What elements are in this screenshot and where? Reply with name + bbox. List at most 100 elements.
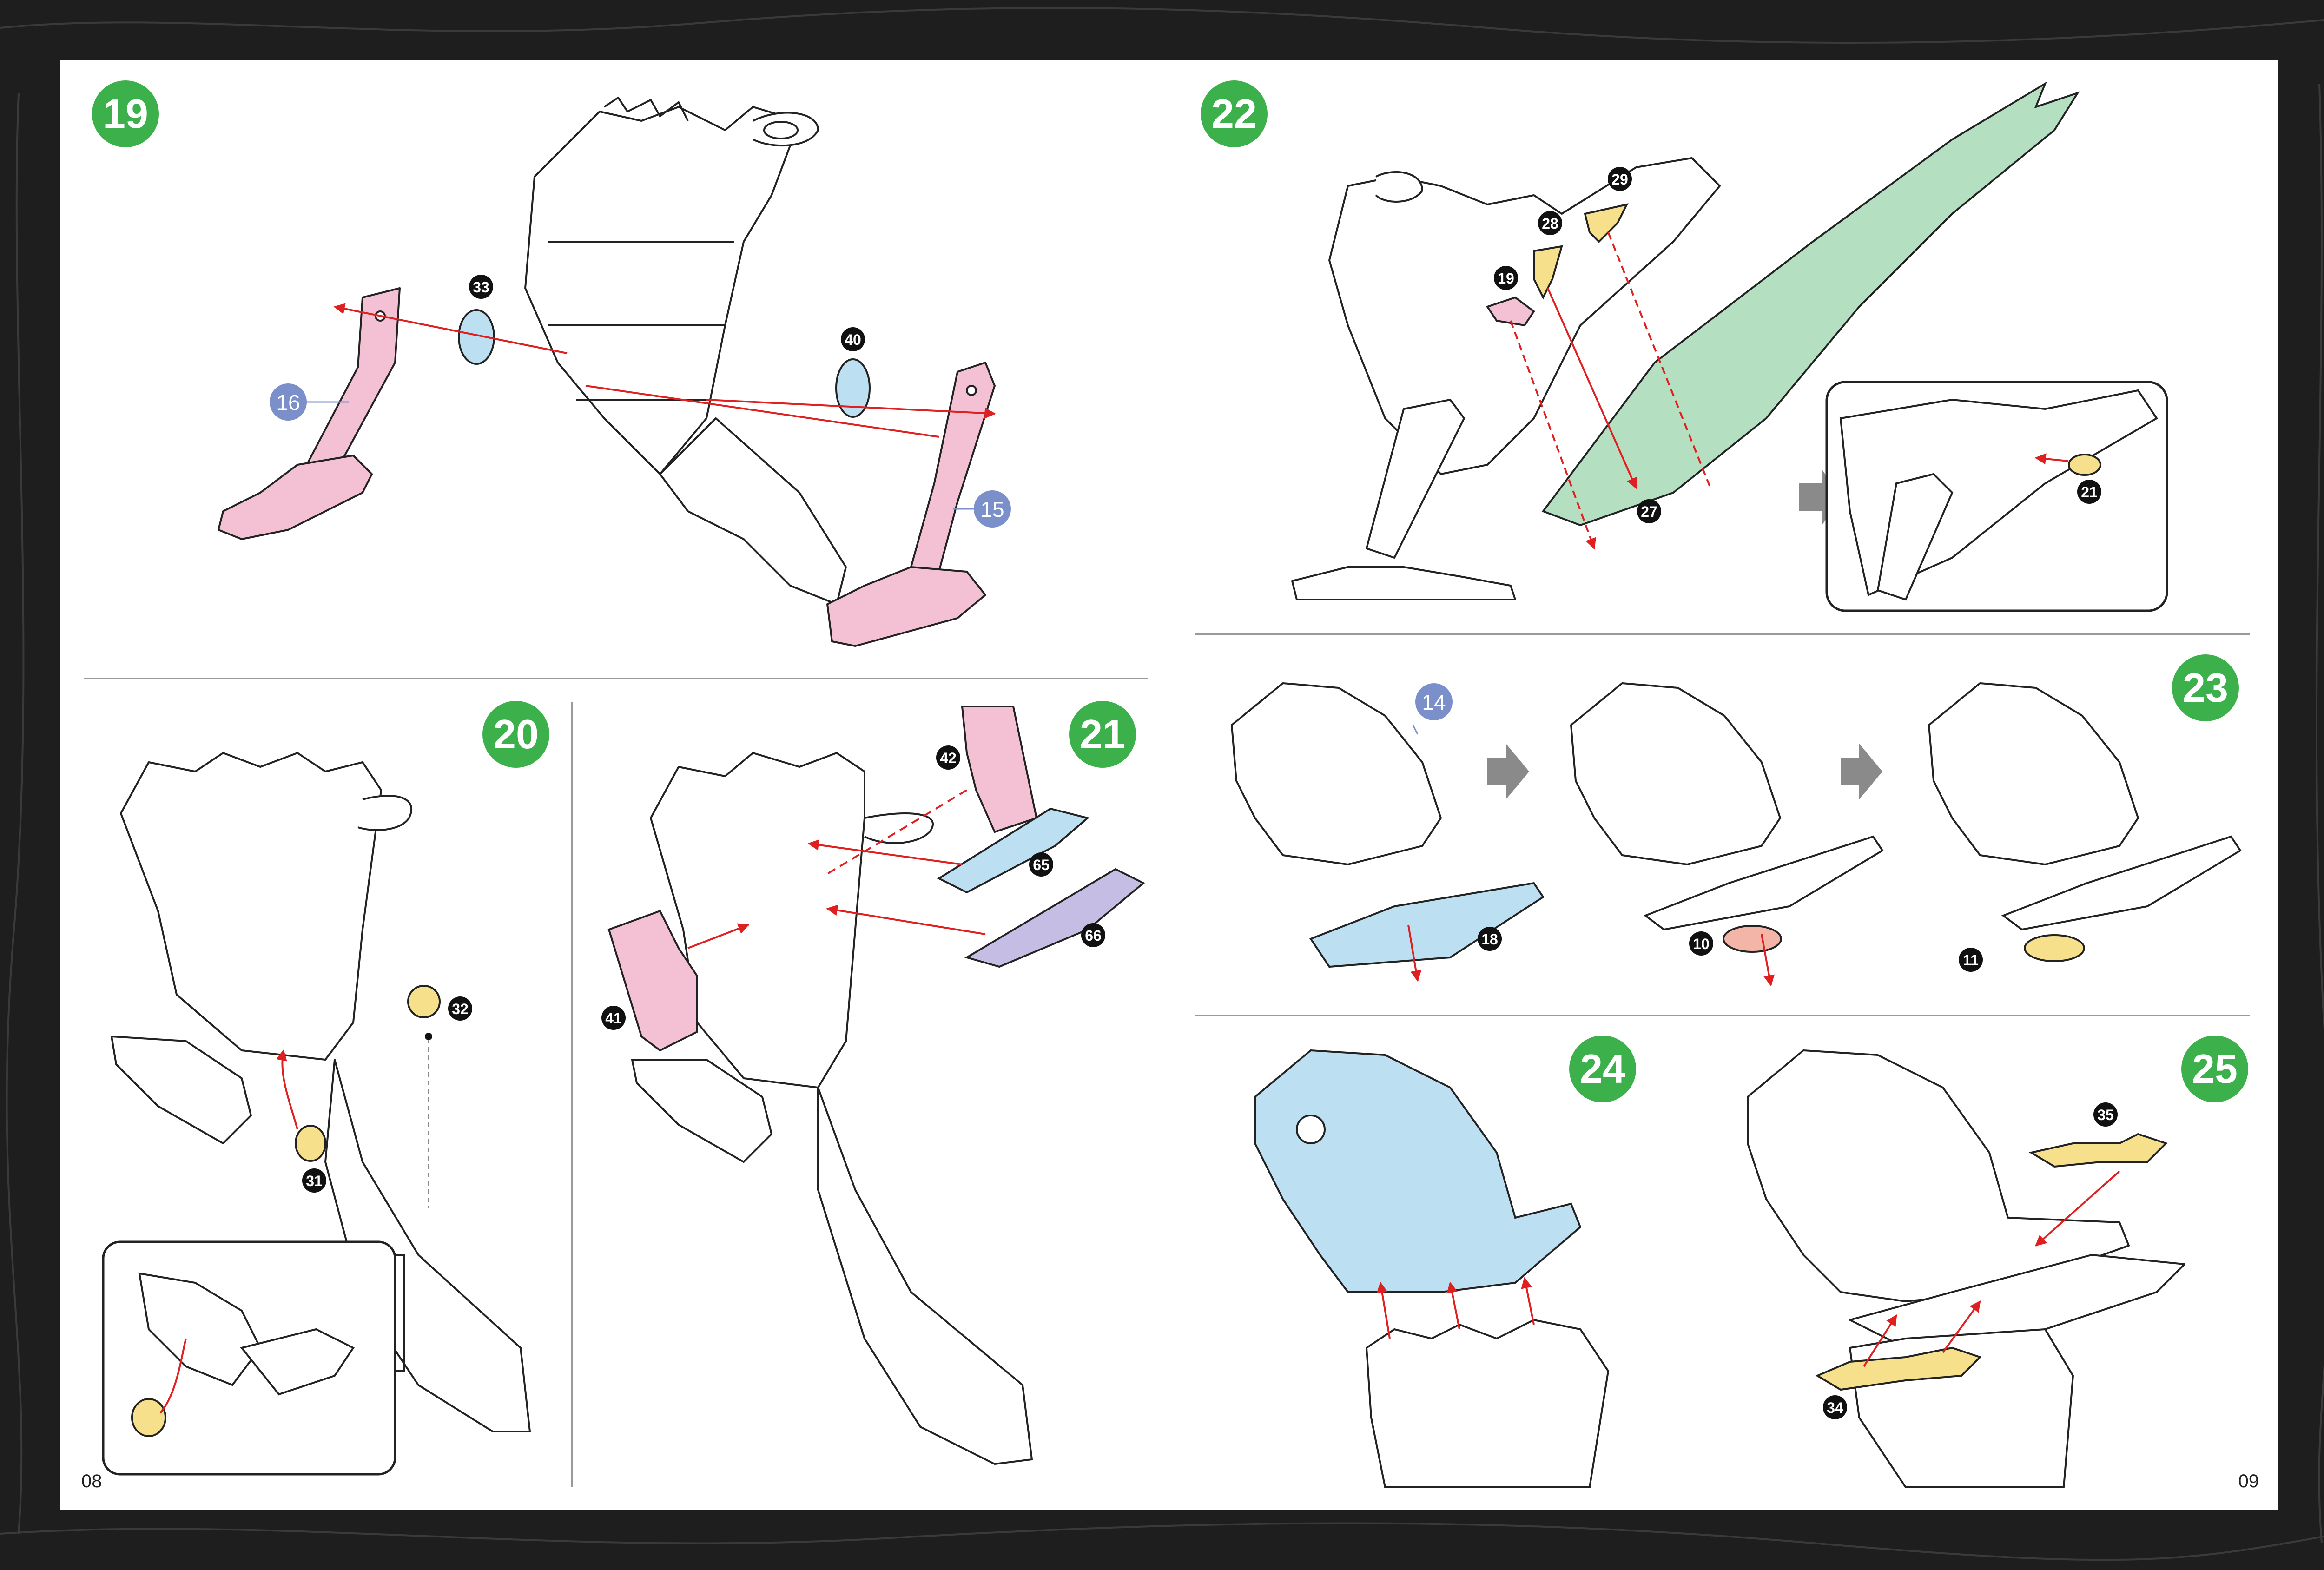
panel-step-20: 20 32 31 08	[81, 701, 549, 1491]
topo-pattern	[0, 7, 2324, 1561]
part-27-tail	[1541, 81, 2080, 527]
part-label-27: 27	[1641, 503, 1657, 520]
step-badge	[2172, 654, 2239, 721]
part-label-11: 11	[1963, 952, 1979, 969]
step-badge	[1569, 1036, 1636, 1102]
part-42-panel	[961, 706, 1038, 833]
inset-drawing	[1839, 389, 2158, 601]
part-label-33: 33	[473, 279, 489, 296]
part-label-34: 34	[1827, 1399, 1843, 1416]
part-15-leg	[826, 362, 996, 647]
part-badge-42	[936, 745, 960, 770]
part-label-18: 18	[1481, 931, 1498, 948]
part-19-tab	[1486, 296, 1535, 327]
step-number: 25	[2192, 1046, 2238, 1092]
assembly-arrows	[687, 789, 986, 949]
part-11-washer	[2024, 934, 2085, 962]
part-badge-33	[469, 275, 493, 299]
part-badge-27	[1637, 499, 1661, 523]
part-33-washer	[458, 309, 495, 365]
part-label-42: 42	[940, 750, 957, 766]
panel-step-21: 21 42 65 66 41	[601, 701, 1145, 1465]
part-badge-40	[841, 327, 865, 351]
part-40-washer	[835, 358, 871, 418]
panel-step-23: 23 14 18 10 11	[1231, 654, 2242, 987]
part-10-washer	[1723, 925, 1782, 953]
bird-body-drawing	[524, 97, 847, 605]
part-label-14: 14	[1422, 690, 1446, 714]
part-badge-65	[1029, 852, 1053, 877]
part-label-15: 15	[980, 497, 1004, 521]
step-number: 23	[2183, 665, 2228, 711]
part-badge-11	[1959, 948, 1983, 972]
part-badge-15	[974, 490, 1011, 528]
part-label-40: 40	[845, 331, 861, 348]
assembly-arrow	[276, 1049, 298, 1130]
part-badge-18	[1478, 927, 1502, 951]
part-label-21: 21	[2081, 484, 2098, 501]
part-badge-34	[1823, 1395, 1847, 1419]
part-35-pin	[2028, 1133, 2168, 1168]
part-18-plate	[1309, 882, 1545, 968]
part-label-32: 32	[452, 1001, 469, 1017]
part-31-clip	[295, 1125, 326, 1162]
step-badge	[1069, 701, 1136, 768]
part-badge-29	[1608, 167, 1632, 191]
part-66-strip	[964, 868, 1145, 968]
next-arrow-icon	[1487, 744, 1529, 799]
page-number-right: 09	[2238, 1471, 2259, 1491]
part-32-clip	[407, 985, 441, 1018]
step-number: 19	[103, 91, 148, 137]
head-assembly-blue	[1254, 1049, 1582, 1293]
part-label-16: 16	[276, 390, 300, 415]
panel-step-25: 25 35 34 09	[1747, 1036, 2259, 1491]
inset-drawing	[138, 1272, 355, 1396]
part-label-10: 10	[1693, 936, 1710, 952]
panel-step-22: 22 29 28 19 27	[1201, 80, 2168, 612]
step-badge	[1201, 80, 1268, 147]
step-badge	[92, 80, 159, 147]
part-badge-19	[1494, 266, 1518, 290]
step-badge	[482, 701, 549, 768]
part-label-19: 19	[1498, 270, 1514, 287]
step-number: 20	[493, 711, 539, 757]
body-below	[1365, 1319, 1610, 1488]
inset-clip	[2068, 454, 2101, 476]
part-badge-35	[2093, 1102, 2118, 1127]
step-badge	[2181, 1036, 2248, 1102]
assembly-arrows	[1407, 924, 1775, 987]
part-badge-31	[302, 1168, 326, 1193]
panel-step-19: 19	[92, 80, 1011, 647]
part-41-panel	[607, 910, 698, 1052]
panel-dividers	[84, 633, 2250, 1487]
part-badge-10	[1689, 931, 1713, 956]
plate-attached	[1643, 835, 1884, 931]
bird-body-drawing	[631, 752, 1033, 1465]
assembly-arrows	[1510, 232, 1711, 550]
assembly-arrows	[1863, 1170, 2120, 1367]
page-number-left: 08	[81, 1471, 102, 1491]
part-label-28: 28	[1542, 215, 1558, 232]
part-badge-41	[601, 1006, 626, 1030]
panel-step-24: 24	[1254, 1036, 1636, 1488]
part-badge-66	[1081, 923, 1105, 947]
inset-clip	[131, 1398, 166, 1437]
part-label-29: 29	[1611, 171, 1628, 188]
part-badge-16	[270, 383, 307, 421]
part-badge-32	[448, 996, 472, 1021]
step-number: 21	[1080, 711, 1125, 757]
bird-body-drawing	[111, 752, 531, 1432]
part-65-strip	[937, 807, 1090, 894]
plate-attached	[2001, 835, 2242, 931]
part-label-41: 41	[605, 1010, 622, 1027]
part-label-35: 35	[2097, 1107, 2114, 1123]
head-drawings	[1231, 682, 2139, 865]
part-16-leg	[218, 287, 401, 540]
step-number: 22	[1211, 91, 1257, 137]
part-badge-28	[1538, 211, 1562, 235]
assembly-arrows	[1376, 1277, 1535, 1339]
part-badge-14	[1415, 683, 1452, 720]
part-label-31: 31	[306, 1173, 323, 1189]
assembly-arrows	[333, 303, 996, 438]
